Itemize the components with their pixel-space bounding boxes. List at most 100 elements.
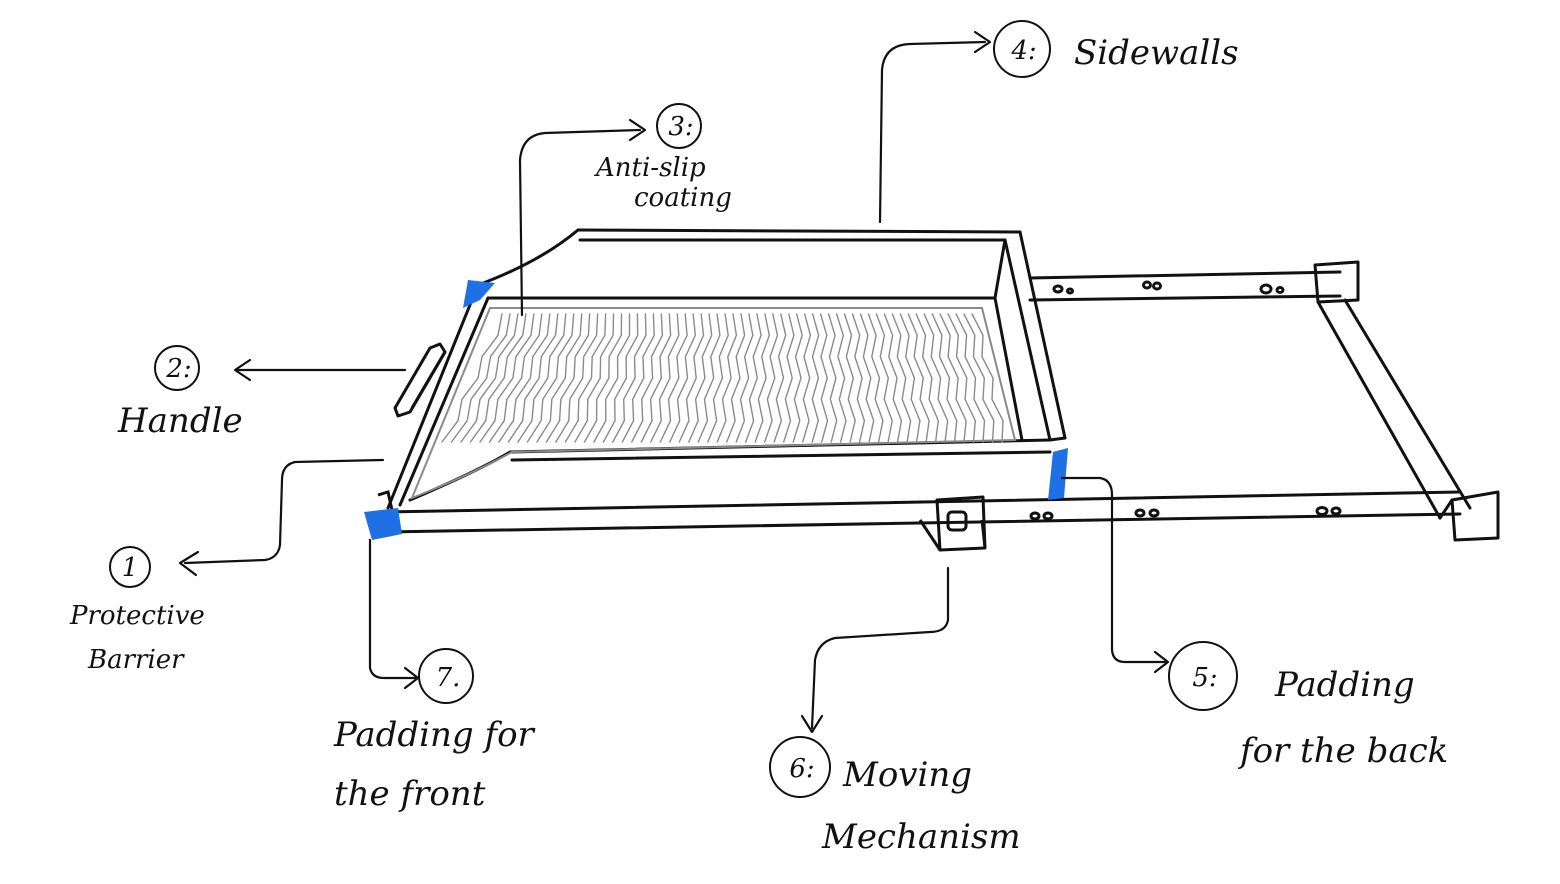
coating-stroke: [915, 313, 940, 443]
coating-stroke: [955, 313, 986, 443]
coating-stroke: [811, 313, 820, 443]
label-padding-front-line2: the front: [334, 774, 486, 814]
coating-stroke: [507, 313, 559, 443]
callout-number-2: 2:: [165, 354, 191, 384]
coating-stroke: [621, 313, 655, 443]
leader-lines: [178, 30, 1170, 734]
label-moving-line1: Moving: [842, 755, 972, 795]
callout-circle-1: [109, 546, 151, 588]
coating-stroke: [536, 313, 583, 443]
leader-line-7: [368, 538, 417, 680]
moving-mechanism-block: [918, 495, 987, 552]
arrowhead-6: [800, 714, 824, 734]
coating-stroke: [773, 313, 787, 443]
coating-stroke: [923, 313, 949, 443]
coating-stroke: [792, 313, 803, 443]
callout-circle-6: [769, 736, 831, 798]
leader-line-3: [518, 128, 642, 317]
coating-stroke: [612, 313, 647, 443]
coating-stroke: [479, 313, 535, 443]
coating-stroke: [875, 313, 893, 443]
leader-line-4: [878, 40, 987, 224]
padding-front-marker: [364, 508, 402, 540]
coating-stroke: [851, 313, 866, 443]
coating-stroke: [891, 313, 912, 443]
label-padding-back-line2: for the back: [1237, 731, 1448, 771]
arrowhead-7: [403, 666, 420, 690]
padding-top-marker: [463, 280, 495, 308]
arrowhead-2: [233, 358, 252, 382]
coating-stroke: [963, 313, 995, 443]
coating-stroke: [450, 313, 511, 443]
coating-stroke: [827, 313, 838, 443]
callout-number-1: 1: [122, 553, 139, 583]
coating-stroke: [574, 313, 615, 443]
coating-stroke: [907, 313, 930, 443]
coating-stroke: [640, 313, 672, 443]
coating-stroke: [971, 313, 1004, 443]
label-protective-barrier-line1: Protective: [69, 601, 205, 631]
coating-stroke: [947, 313, 977, 443]
coating-stroke: [783, 313, 795, 443]
coating-stroke: [517, 313, 567, 443]
padding-back-marker: [1048, 448, 1068, 500]
callout-labels: Protective Barrier Handle Anti-slip coat…: [69, 33, 1448, 857]
coating-stroke: [843, 313, 856, 443]
callout-circle-7: [418, 648, 474, 704]
coating-stroke: [631, 313, 664, 443]
callout-number-5: 5:: [1192, 663, 1217, 693]
coating-stroke: [602, 313, 639, 443]
anti-slip-coating-surface: [410, 307, 1017, 500]
coating-stroke: [659, 313, 688, 443]
coating-stroke: [939, 313, 967, 443]
coating-stroke: [735, 313, 754, 443]
callout-circle-5: [1168, 641, 1238, 711]
coating-stroke: [488, 313, 543, 443]
label-padding-front-line1: Padding for: [333, 715, 536, 755]
coating-stroke: [545, 313, 591, 443]
callout-number-3: 3:: [668, 112, 693, 142]
leader-line-5: [1060, 476, 1167, 664]
label-padding-back-line1: Padding: [1274, 665, 1415, 705]
callout-circle-3: [656, 103, 702, 149]
slide-rails: [383, 260, 1500, 542]
callout-number-4: 4:: [1010, 36, 1036, 66]
coating-stroke: [469, 313, 527, 443]
callouts: [109, 20, 1238, 798]
tray-sidewalls: [386, 228, 1067, 510]
callout-number-7: 7.: [436, 663, 461, 693]
callout-number-6: 6:: [789, 754, 814, 784]
padding-highlights: [364, 280, 1068, 540]
coating-stroke: [678, 313, 705, 443]
label-anti-slip-line1: Anti-slip: [594, 153, 706, 183]
arrowhead-1: [178, 550, 200, 577]
coating-stroke: [688, 313, 713, 443]
coating-stroke: [819, 313, 829, 443]
coating-stroke: [802, 313, 812, 443]
coating-stroke: [745, 313, 762, 443]
label-anti-slip-line2: coating: [634, 183, 732, 213]
coating-stroke: [867, 313, 884, 443]
coating-stroke: [859, 313, 875, 443]
callout-circle-4: [993, 20, 1051, 78]
coating-stroke: [593, 313, 631, 443]
label-handle: Handle: [117, 401, 243, 441]
coating-stroke: [555, 313, 599, 443]
label-protective-barrier-line2: Barrier: [87, 645, 185, 675]
arrowhead-4: [973, 30, 992, 54]
coating-stroke: [650, 313, 680, 443]
coating-stroke: [883, 313, 903, 443]
arrowhead-3: [628, 118, 647, 142]
coating-stroke: [669, 313, 697, 443]
coating-stroke: [707, 313, 729, 443]
coating-stroke: [441, 313, 503, 443]
coating-stroke: [716, 313, 738, 443]
coating-stroke: [526, 313, 575, 443]
front-corner-bracket: [377, 490, 394, 511]
arrowhead-5: [1153, 650, 1170, 674]
coating-stroke: [498, 313, 551, 443]
coating-stroke: [931, 313, 958, 443]
callout-numbers: 1 2: 3: 4: 5: 6: 7.: [122, 36, 1218, 784]
